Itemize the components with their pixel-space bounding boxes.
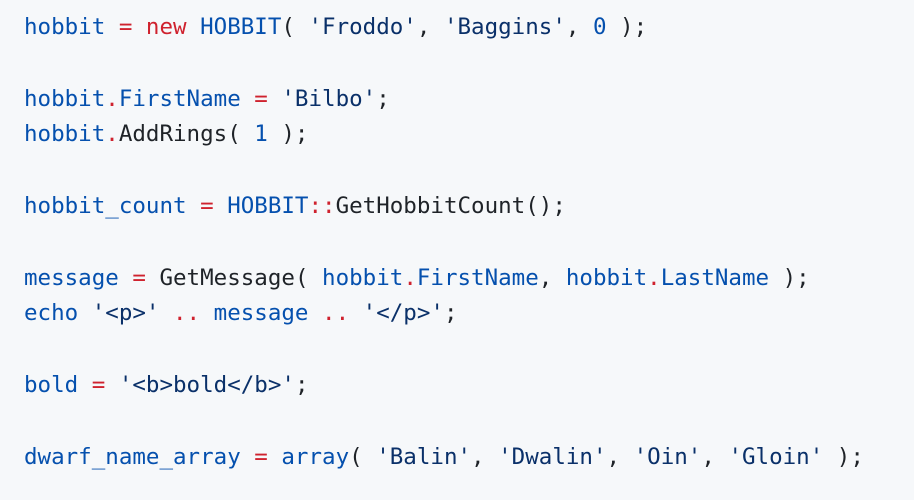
code-token: bold	[24, 371, 79, 398]
code-token: (	[294, 264, 323, 291]
code-token: ,	[538, 264, 566, 291]
code-token: ;	[376, 85, 390, 112]
code-token: 'Gloin'	[728, 443, 824, 470]
code-token: .	[647, 264, 661, 291]
code-token: =	[240, 85, 282, 112]
code-token: (	[281, 14, 309, 40]
code-token: );	[267, 121, 309, 148]
code-token: .	[403, 264, 417, 291]
code-line	[24, 332, 864, 368]
code-token: '</p>'	[362, 300, 444, 327]
code-token: =	[78, 371, 119, 398]
code-line	[24, 225, 864, 261]
code-token: (	[349, 443, 377, 470]
code-token: echo	[24, 300, 79, 327]
code-token: ..	[159, 300, 214, 327]
code-token: GetHobbitCount	[335, 192, 526, 219]
code-token: =	[105, 14, 146, 40]
code-token: ;	[443, 300, 458, 327]
code-token: );	[769, 264, 810, 291]
code-token: (	[227, 121, 255, 148]
code-token: 0	[592, 14, 607, 40]
code-token: 'Baggins'	[443, 14, 566, 40]
code-token: =	[186, 192, 228, 219]
code-line: hobbit = new HOBBIT( 'Froddo', 'Baggins'…	[24, 10, 864, 46]
code-token: ,	[565, 14, 593, 40]
code-token: =	[118, 264, 160, 291]
code-line	[24, 46, 864, 82]
code-token: hobbit_count	[24, 192, 187, 219]
code-token: );	[823, 443, 864, 470]
code-token: hobbit	[24, 85, 106, 112]
code-line: bold = '<b>bold</b>';	[24, 368, 864, 404]
code-token: hobbit	[24, 121, 106, 148]
code-token: 1	[254, 121, 268, 148]
code-token: 'Bilbo'	[281, 85, 377, 112]
code-token: hobbit	[322, 264, 404, 291]
code-line: hobbit.FirstName = 'Bilbo';	[24, 82, 864, 118]
code-token: ();	[525, 192, 566, 219]
code-line	[24, 153, 864, 189]
code-token: 'Balin'	[376, 443, 472, 470]
code-line: echo '<p>' .. message .. '</p>';	[24, 296, 864, 332]
code-token: GetMessage	[159, 264, 295, 291]
code-token: new	[145, 14, 187, 40]
code-token: '<b>bold</b>'	[118, 371, 295, 398]
code-token	[187, 14, 201, 40]
code-token: =	[240, 443, 282, 470]
code-token	[78, 300, 92, 326]
code-token: 'Froddo'	[308, 14, 417, 40]
code-token: '<p>'	[91, 300, 160, 327]
code-line	[24, 404, 864, 440]
code-line: dwarf_name_array = array( 'Balin', 'Dwal…	[24, 440, 864, 476]
code-token: ,	[471, 443, 499, 470]
code-token: message	[213, 300, 309, 327]
code-token: ..	[308, 300, 363, 327]
code-line: message = GetMessage( hobbit.FirstName, …	[24, 261, 864, 297]
code-token: ::	[308, 192, 336, 219]
code-token: hobbit	[24, 14, 106, 40]
code-token: FirstName	[118, 85, 241, 112]
code-token: .	[105, 85, 119, 112]
code-token: 'Oin'	[633, 443, 702, 470]
code-token: dwarf_name_array	[24, 443, 241, 470]
code-token: ,	[416, 14, 444, 40]
code-line: hobbit_count = HOBBIT::GetHobbitCount();	[24, 189, 864, 225]
code-token: array	[281, 443, 350, 470]
code-token: LastName	[660, 264, 770, 291]
code-token: AddRings	[118, 121, 228, 148]
code-token: ;	[294, 371, 309, 398]
code-block: hobbit = new HOBBIT( 'Froddo', 'Baggins'…	[24, 10, 864, 475]
code-token: ,	[701, 443, 729, 470]
code-token: .	[105, 121, 119, 148]
code-token: );	[606, 14, 648, 40]
code-token: HOBBIT	[200, 14, 282, 40]
code-token: HOBBIT	[227, 192, 309, 219]
code-token: FirstName	[416, 264, 539, 291]
code-token: message	[24, 264, 119, 291]
code-line: hobbit.AddRings( 1 );	[24, 117, 864, 153]
code-token: ,	[606, 443, 634, 470]
code-token: 'Dwalin'	[498, 443, 607, 470]
code-token: hobbit	[565, 264, 648, 291]
